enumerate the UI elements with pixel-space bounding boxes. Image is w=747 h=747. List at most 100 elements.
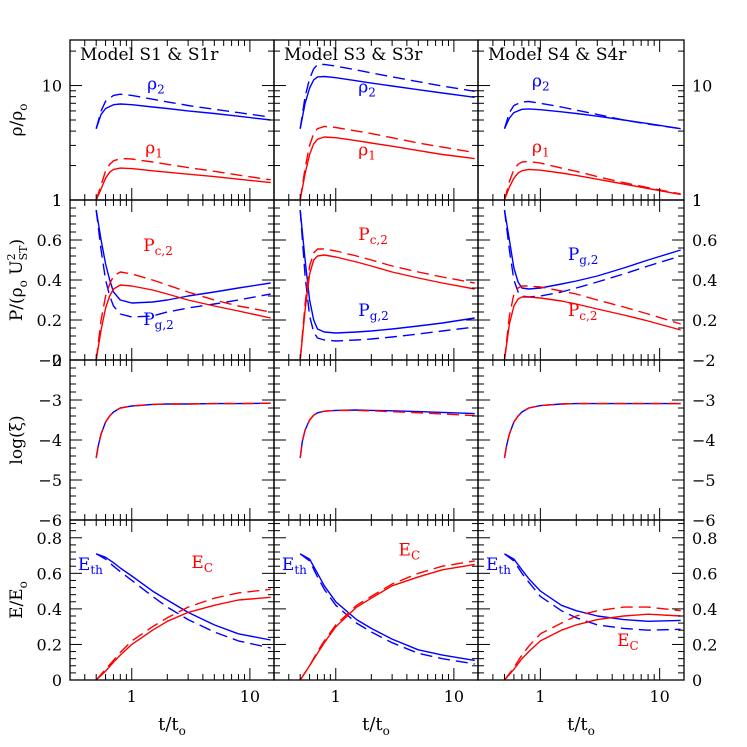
x-tick-label: 1: [127, 687, 137, 706]
x-tick-label: 10: [240, 687, 260, 706]
series-line-energy-dashed-blue: [504, 553, 681, 631]
curve-label-main: ρ: [147, 75, 157, 95]
curve-label-sub: th: [90, 563, 103, 577]
y-tick-label-right: 0.4: [692, 271, 717, 290]
series-line-energy-solid-blue: [95, 553, 271, 641]
series-line-energy-solid-blue: [299, 553, 475, 662]
series-line-pressure-dashed-red: [503, 285, 681, 360]
series-line-pressure-solid-red: [95, 284, 271, 360]
y-tick-label-left: 0.6: [37, 231, 62, 250]
y-tick-label-right: 0: [692, 671, 702, 690]
curve-label-main: E: [486, 555, 498, 575]
curve-label: Pc,2: [568, 301, 598, 323]
x-axis-label: t/to: [158, 714, 186, 738]
x-tick-label: 10: [444, 687, 464, 706]
y-axis-label-sup: 2: [5, 253, 18, 260]
y-tick-label-left: −5: [38, 471, 62, 490]
panel-1-pressure: [95, 209, 271, 360]
column-title: Model S4 & S4r: [488, 45, 627, 65]
curve-label-sub: 1: [368, 148, 376, 162]
column-title: Model S1 & S1r: [80, 45, 219, 65]
series-line-density-dashed-red: [503, 160, 681, 200]
curve-label-main: P: [568, 245, 579, 265]
y-tick-label-left: −6: [38, 511, 62, 530]
series-line-pressure-dashed-red: [95, 271, 271, 360]
curve-label-main: ρ: [532, 72, 542, 92]
curve-label: ρ2: [532, 72, 550, 94]
y-tick-label-left: 0: [52, 671, 62, 690]
y-axis-label: E/Eo: [7, 581, 30, 619]
panel-3-energy: [503, 553, 681, 680]
series-line-density-solid-blue: [299, 75, 475, 129]
y-tick-label-left: 0.4: [37, 271, 62, 290]
curve-label: ρ2: [358, 77, 376, 99]
series-line-density-solid-red: [299, 136, 475, 200]
curve-label-sub: g,2: [370, 309, 389, 323]
y-tick-label-left: 0.2: [37, 635, 62, 654]
series-line-pressure-solid-blue: [95, 209, 271, 304]
panel-1-log_xi: [95, 402, 271, 459]
y-axis-label-suffix: U: [7, 260, 27, 280]
series-line-density-solid-blue: [95, 103, 271, 129]
curve-label-main: ρ: [358, 77, 368, 97]
series-line-log_xi-solid-blue: [503, 402, 681, 459]
y-axis-label-sub: o: [16, 104, 30, 111]
series-line-log_xi-solid-blue: [95, 402, 271, 459]
series-line-density-dashed-blue: [299, 63, 475, 129]
y-axis-label: P/(ρo U2ST): [5, 239, 30, 321]
curve-label-sub: c,2: [155, 244, 173, 258]
curve-label-main: ρ: [358, 140, 368, 160]
curve-label-sub: C: [204, 561, 213, 575]
series-line-log_xi-solid-blue: [299, 409, 475, 459]
y-axis-label-main: log(ξ): [7, 415, 27, 464]
ticks: [69, 40, 684, 681]
series-line-energy-solid-red: [95, 596, 271, 680]
x-axis-label-main: t/t: [567, 714, 588, 735]
y-axis-label-sub2: ST: [17, 245, 30, 261]
curve-label-main: E: [617, 631, 629, 651]
series-line-pressure-dashed-blue: [299, 209, 475, 342]
y-tick-label-left: 1: [52, 191, 62, 210]
y-tick-label-right: 0.6: [692, 231, 717, 250]
y-axis-label: log(ξ): [7, 415, 27, 464]
curve-label-sub: th: [294, 563, 307, 577]
y-tick-label-left: 1: [52, 191, 62, 210]
curve-label-main: E: [191, 553, 203, 573]
y-tick-label-left: −2: [38, 351, 62, 370]
curve-label: EC: [399, 541, 421, 563]
curve-label-sub: c,2: [370, 233, 388, 247]
y-tick-label-right: −5: [692, 471, 716, 490]
panel-1-energy: [95, 553, 271, 680]
series-line-energy-solid-red: [503, 613, 681, 680]
series-line-pressure-solid-red: [299, 254, 475, 360]
curve-label-main: P: [358, 301, 369, 321]
series-line-density-solid-red: [95, 167, 271, 200]
series-line-energy-dashed-red: [299, 560, 475, 680]
y-tick-label-right: 10: [692, 77, 712, 96]
y-axis-label-sub: o: [16, 280, 30, 287]
y-tick-label-left: 0: [52, 351, 62, 370]
series-line-energy-dashed-red: [503, 606, 681, 680]
y-tick-label-right: −3: [692, 391, 716, 410]
panel-frame: [273, 199, 479, 361]
y-axis-label-close: ): [7, 239, 27, 246]
x-axis-label: t/to: [362, 714, 390, 738]
curve-label-sub: 2: [542, 80, 550, 94]
x-axis-label-sub: o: [383, 724, 390, 738]
curve-label-main: P: [143, 310, 154, 330]
curve-label: Eth: [486, 555, 511, 577]
curve-label: ρ1: [358, 140, 376, 162]
series-line-density-dashed-blue: [503, 100, 681, 130]
curve-label-main: ρ: [145, 138, 155, 158]
y-tick-label-left: 0.2: [37, 311, 62, 330]
y-axis-label-sub: o: [16, 581, 30, 588]
curve-label-sub: g,2: [155, 318, 174, 332]
series-line-density-dashed-red: [95, 157, 271, 200]
y-tick-label-right: 1: [692, 191, 702, 210]
curve-label-sub: 2: [157, 83, 165, 97]
panel-1-density: [95, 93, 271, 200]
panel-frame: [69, 359, 275, 521]
